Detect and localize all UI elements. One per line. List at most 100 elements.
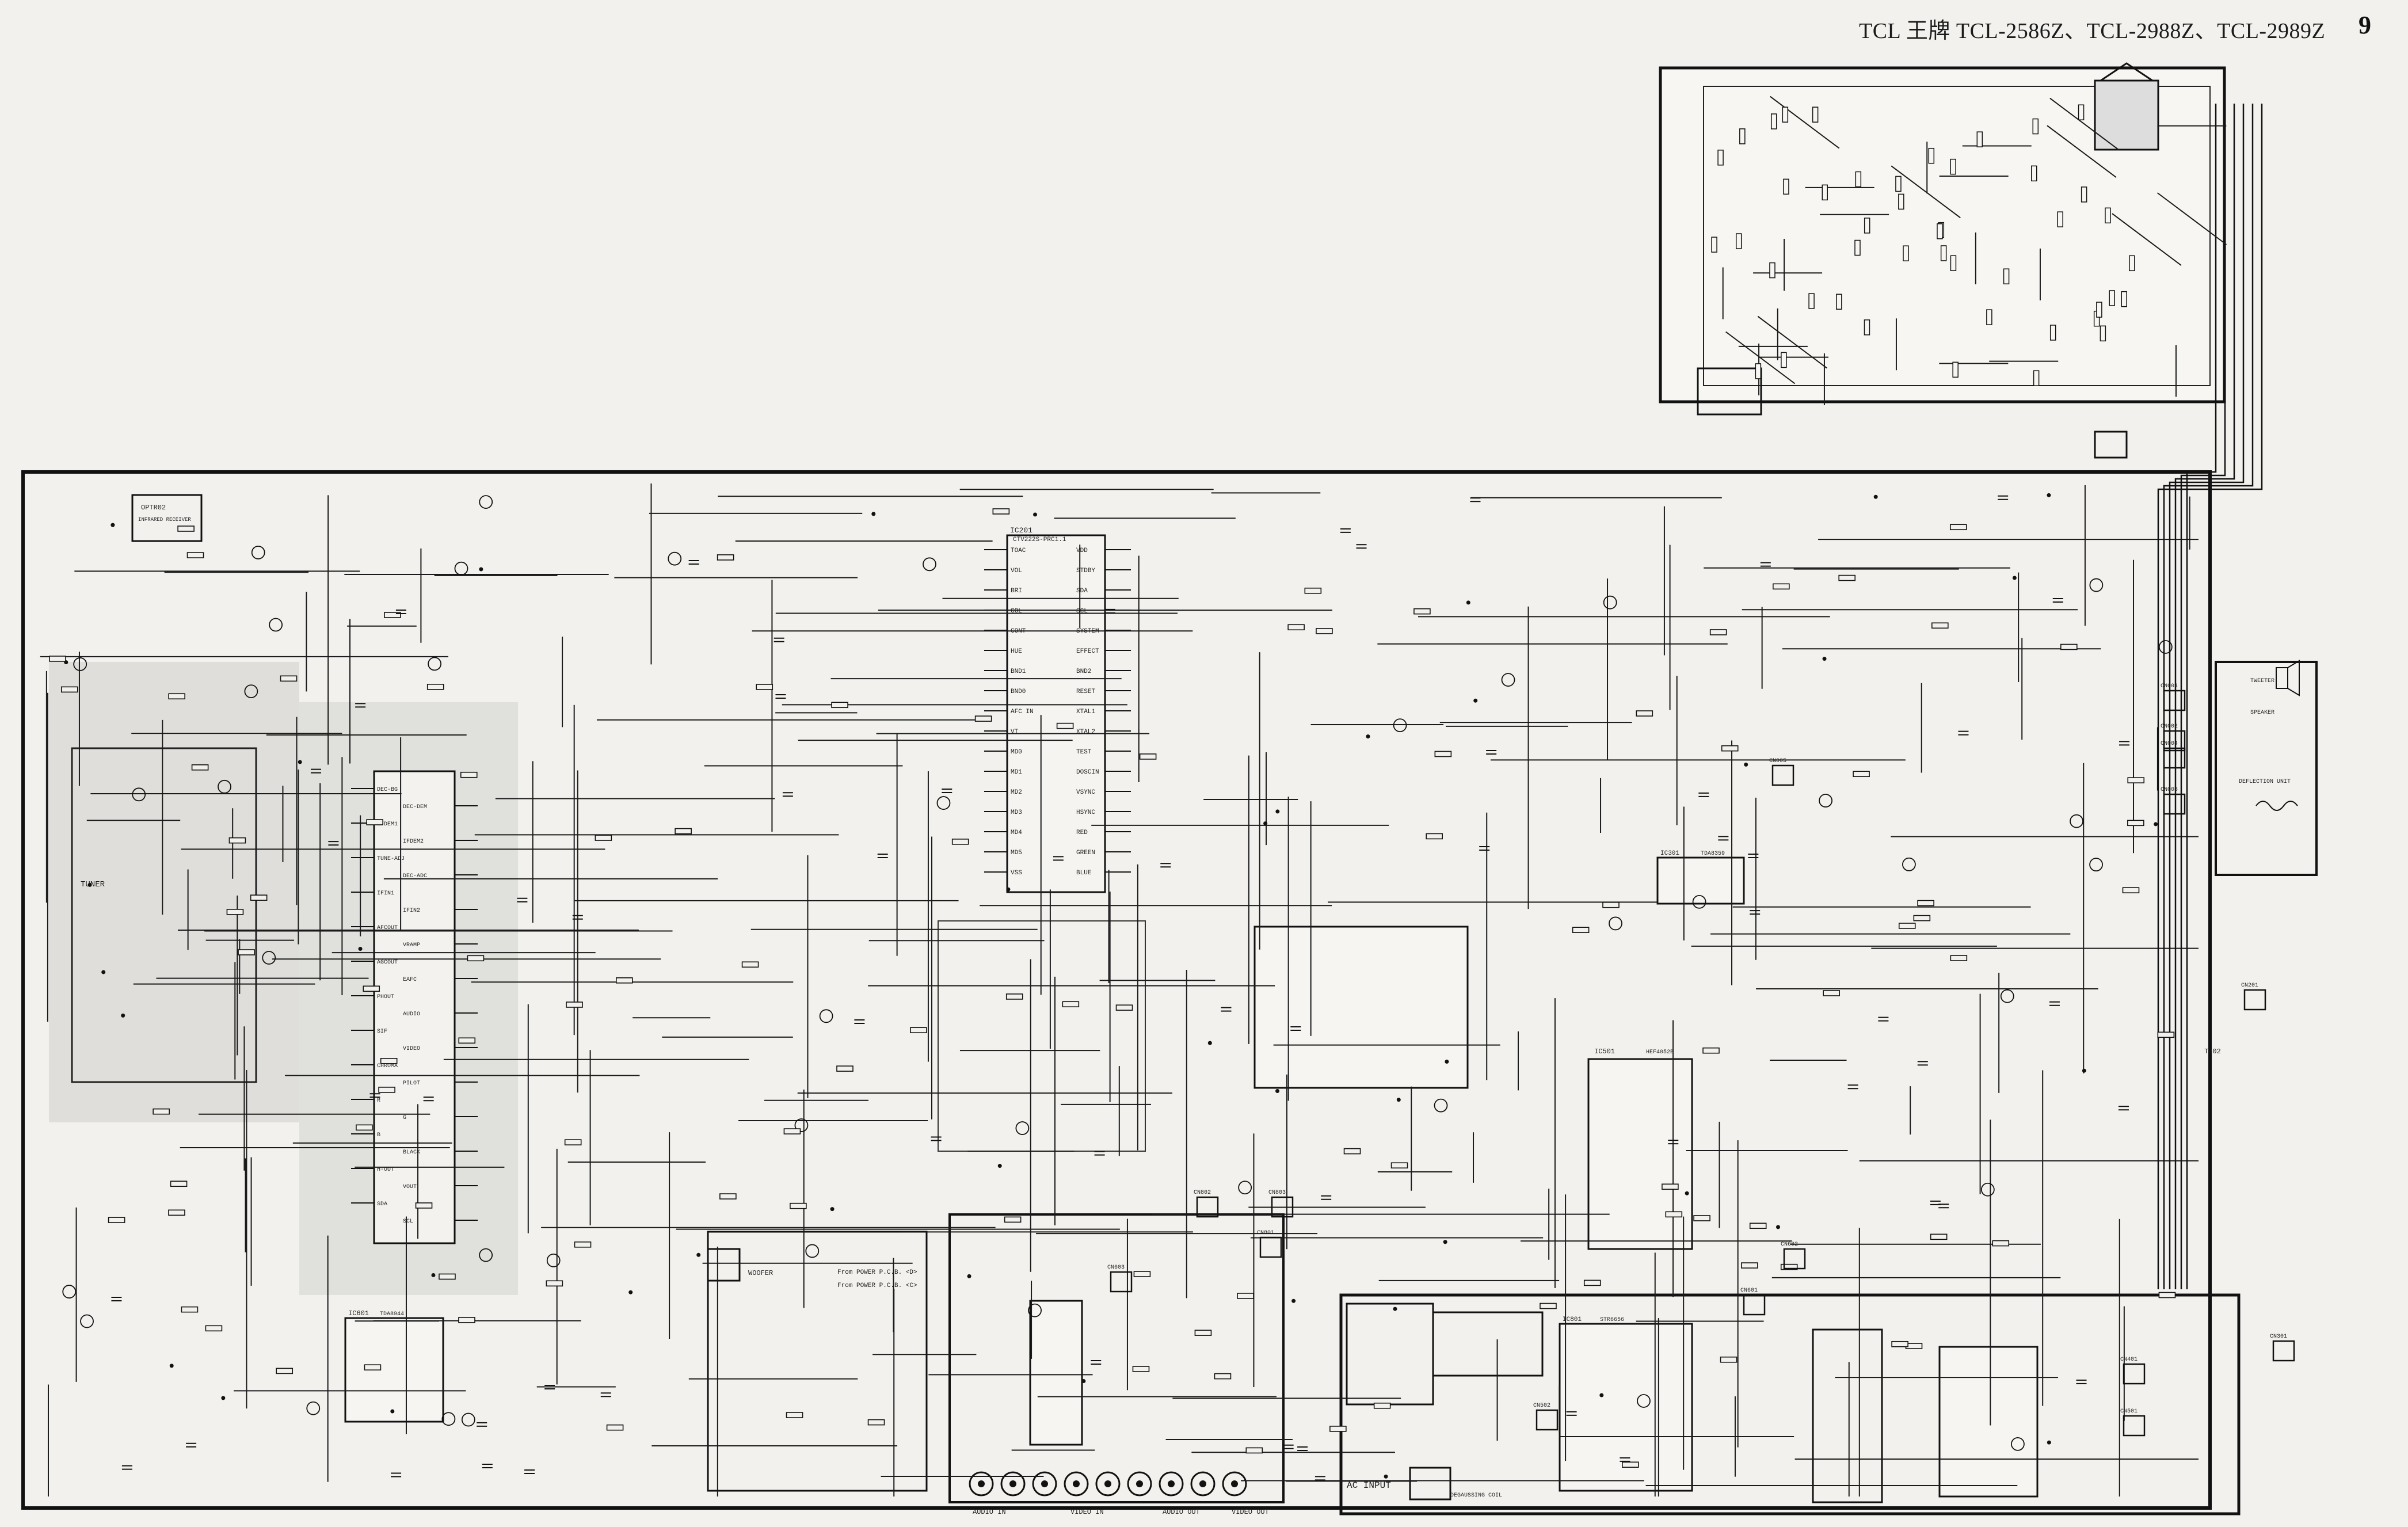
resistor (2078, 104, 2085, 120)
resistor (378, 1087, 395, 1093)
resistor (1836, 294, 1842, 310)
resistor (1950, 955, 1968, 961)
transistor (1393, 718, 1407, 733)
resistor (1214, 1373, 1232, 1380)
transistor (1015, 1121, 1030, 1135)
resistor (1755, 363, 1762, 379)
resistor (1770, 113, 1777, 130)
junction-dot (1685, 1191, 1689, 1195)
resistor (717, 554, 734, 561)
junction-dot (479, 567, 483, 572)
resistor (228, 837, 246, 844)
transistor (546, 1253, 561, 1267)
junction-dot (1744, 762, 1748, 767)
vertical-ic-part: TDA8359 (1701, 851, 1725, 857)
deflection-label: DEFLECTION UNIT (2239, 779, 2291, 785)
resistor (168, 693, 185, 700)
junction-dot (1384, 1474, 1388, 1479)
main-board (21, 470, 2241, 1515)
main-ic-pin-right: SDA (1076, 588, 1088, 595)
resistor (1854, 239, 1861, 256)
resistor (153, 1108, 170, 1115)
resistor (574, 1241, 592, 1248)
transistor (819, 1009, 833, 1023)
main-ic-pin-left: VSS (1011, 870, 1022, 877)
main-ic-pin-left: MD5 (1011, 850, 1022, 856)
junction-dot (2047, 1440, 2051, 1445)
junction-dot (298, 760, 302, 764)
resistor (1720, 1356, 1738, 1363)
resistor (384, 612, 401, 618)
resistor (1343, 1148, 1361, 1155)
resistor (1316, 628, 1333, 634)
transistor (479, 1248, 493, 1262)
junction-dot (1822, 657, 1827, 661)
video-in-label: VIDEO IN (1070, 1508, 1104, 1516)
connector-box (2123, 1363, 2146, 1385)
main-ic-pin-left: VOL (1011, 568, 1022, 574)
main-ic-pin-right: EFFECT (1076, 648, 1099, 655)
ribbon-wire (2186, 104, 2217, 1289)
main-ic-pin-left: BRI (1011, 588, 1022, 595)
transistor (218, 779, 231, 794)
page-number: 9 (2359, 11, 2371, 39)
junction-dot (2047, 493, 2051, 497)
from-power-1: From POWER P.C.B. <D> (837, 1269, 917, 1276)
jungle-pin: TUNE-ADJ (377, 856, 405, 862)
junction-dot (390, 1409, 395, 1414)
resistor (1373, 1402, 1391, 1409)
jungle-pin: EAFC (403, 977, 417, 983)
resistor (1390, 1162, 1408, 1169)
transistor (923, 557, 936, 572)
resistor (177, 525, 195, 532)
resistor (356, 1124, 373, 1131)
from-power-2: From POWER P.C.B. <C> (837, 1282, 917, 1289)
transistor (2158, 640, 2173, 654)
junction-dot (358, 946, 363, 951)
output-section: TWEETER SPEAKER DEFLECTION UNIT T402 (2204, 660, 2318, 1056)
connector-label: CN502 (1533, 1403, 1550, 1409)
resistor (1665, 1211, 1683, 1218)
av-jack (1159, 1471, 1184, 1496)
resistor (1838, 574, 1856, 581)
av-jack-center (1168, 1480, 1175, 1487)
resistor (1636, 710, 1653, 717)
transistor (1692, 894, 1706, 909)
junction-dot (696, 1252, 701, 1257)
power-supply: IC801 STR6656 AC INPUT DEGAUSSING COIL (1346, 1303, 2039, 1503)
junction-dot (1275, 1089, 1280, 1094)
transistor (306, 1401, 321, 1415)
remote-ref: OPTR02 (141, 504, 166, 512)
junction-dot (1275, 809, 1280, 814)
resistor (1808, 293, 1815, 309)
resistor (238, 949, 255, 955)
resistor (168, 1209, 185, 1216)
resistor (1917, 900, 1934, 907)
jungle-pin: IFDEM1 (377, 821, 398, 828)
junction-dot (1443, 1240, 1447, 1244)
jungle-pin: DEC-DEM (403, 804, 427, 810)
jungle-pin: VRAMP (403, 942, 420, 949)
resistor (1781, 352, 1787, 368)
resistor (2127, 777, 2145, 783)
av-jack-center (1199, 1480, 1206, 1487)
jungle-pin: R (377, 1098, 380, 1104)
av-jack-center (978, 1480, 985, 1487)
junction-dot (2082, 1068, 2086, 1073)
av-jack (1064, 1471, 1089, 1496)
junction-dot (1473, 698, 1478, 703)
resistor (1005, 993, 1023, 1000)
resistor (2158, 1292, 2176, 1298)
wire (2156, 192, 2227, 245)
resistor (1133, 1271, 1151, 1277)
jungle-pin: BLACK (403, 1149, 420, 1156)
audio-block: IC501 HEF4052B (938, 920, 1693, 1250)
connector-box (2272, 1340, 2295, 1362)
main-ic-pin-right: BND2 (1076, 668, 1091, 675)
transistor (805, 1244, 820, 1258)
tuner-label: TUNER (81, 880, 105, 889)
transistor (2011, 1437, 2025, 1451)
resistor (1693, 1215, 1710, 1221)
main-ic-pin-left: MD4 (1011, 829, 1022, 836)
junction-dot (111, 523, 115, 527)
